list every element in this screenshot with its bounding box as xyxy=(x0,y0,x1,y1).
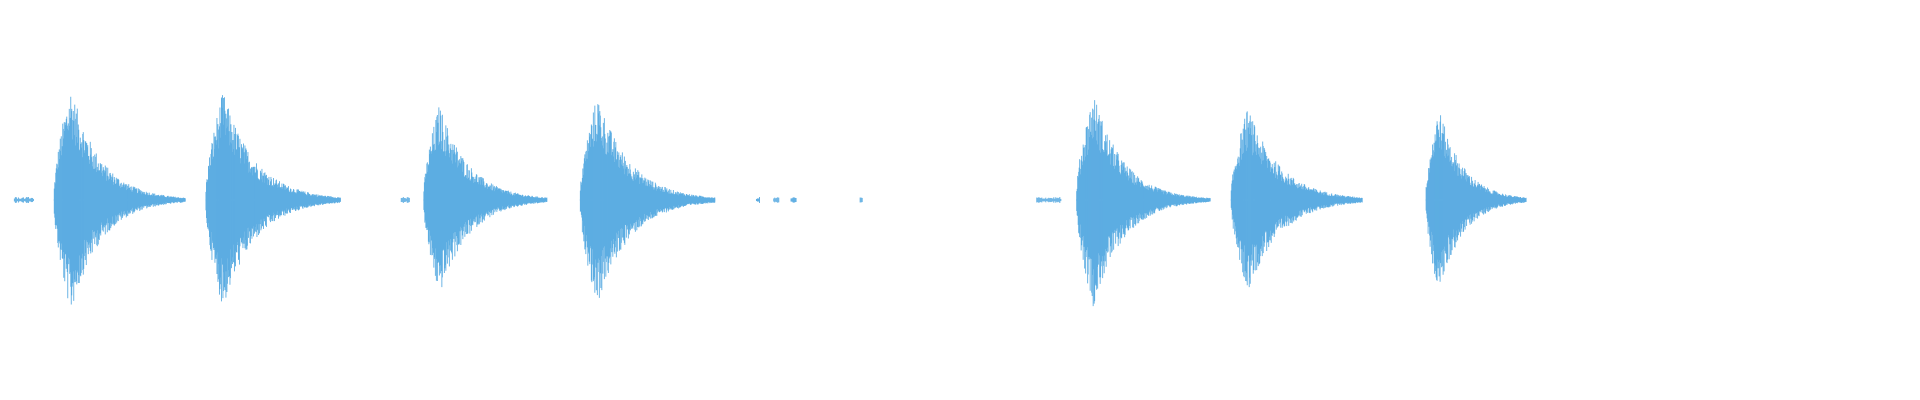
waveform-burst xyxy=(53,96,186,305)
waveform-burst xyxy=(579,104,716,298)
waveform-burst xyxy=(1076,100,1211,307)
waveform-noise xyxy=(773,197,780,203)
waveform-noise xyxy=(859,197,863,203)
waveform-burst xyxy=(205,95,341,302)
waveform-noise xyxy=(400,197,410,203)
waveform-burst xyxy=(1230,111,1363,288)
waveform-burst xyxy=(423,107,548,288)
waveform-noise xyxy=(755,197,760,203)
waveform-noise xyxy=(13,197,34,203)
waveform-noise xyxy=(1036,197,1062,203)
waveform-burst xyxy=(1425,115,1527,282)
waveform-noise xyxy=(790,197,797,203)
